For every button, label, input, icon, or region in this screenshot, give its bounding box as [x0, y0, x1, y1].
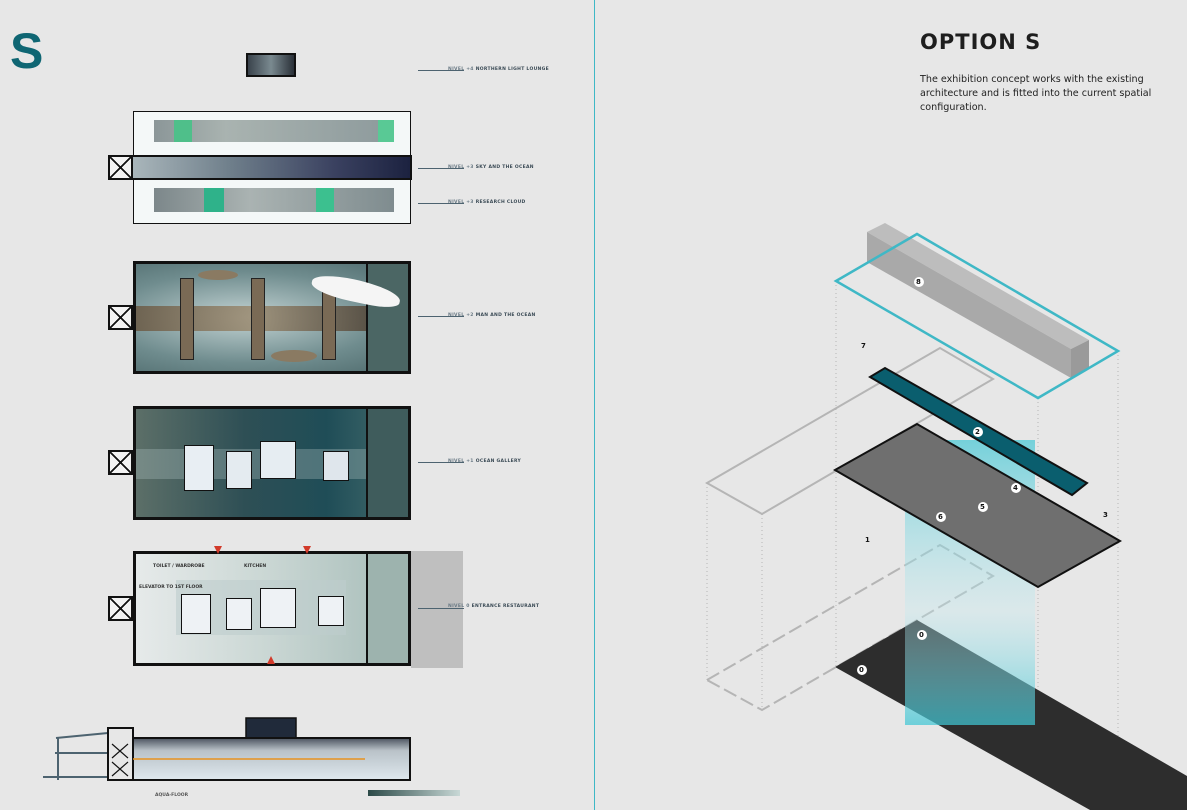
axon-number: 0 [919, 631, 924, 639]
option-letter: S [10, 23, 44, 79]
leader-line [418, 462, 464, 463]
page-divider [594, 0, 595, 810]
gallery-volume-front [867, 232, 1071, 378]
leader-line [418, 608, 464, 609]
leader-line [418, 70, 464, 71]
building-section [43, 717, 460, 796]
stair-icon [108, 155, 133, 180]
section-label: AQUA-FLOOR [155, 793, 189, 798]
entrance-arrow-icon [214, 546, 222, 554]
stair-icon [108, 305, 133, 330]
stair-icon [108, 450, 133, 475]
axon-number: 3 [1103, 511, 1108, 519]
floor-level-1 [832, 422, 1123, 589]
gallery-volume-top [867, 223, 1089, 349]
axon-number: 2 [975, 428, 980, 436]
leader-line [418, 316, 464, 317]
axon-number: 0 [859, 666, 864, 674]
leader-line [418, 203, 464, 204]
axon-number: 4 [1013, 484, 1018, 492]
axon-number: 7 [861, 342, 866, 350]
boat-icon [198, 270, 238, 280]
axon-number: 6 [938, 513, 943, 521]
plan-level-3-band [108, 155, 412, 180]
entrance-panel [411, 551, 463, 668]
toilet-label: TOILET / WARDROBE [153, 564, 205, 569]
plan-level-1 [133, 406, 411, 520]
description: The exhibition concept works with the ex… [920, 74, 1152, 113]
kitchen-label: KITCHEN [244, 564, 267, 569]
level-4-frame [833, 232, 1121, 400]
stair-icon [108, 596, 133, 621]
entrance-arrow-icon [303, 546, 311, 554]
elevator-label: ELEVATOR TO 1ST FLOOR [139, 585, 203, 590]
axon-number: 8 [916, 278, 921, 286]
plan-level-0: TOILET / WARDROBE KITCHEN ELEVATOR TO 1S… [133, 551, 411, 666]
page-title: OPTION S [920, 30, 1042, 54]
axon-number: 5 [980, 503, 985, 511]
entrance-arrow-icon [267, 656, 275, 664]
plan-level-2 [133, 261, 411, 374]
plan-level-4 [246, 53, 296, 77]
axon-number: 1 [865, 536, 870, 544]
leader-line [418, 168, 464, 169]
